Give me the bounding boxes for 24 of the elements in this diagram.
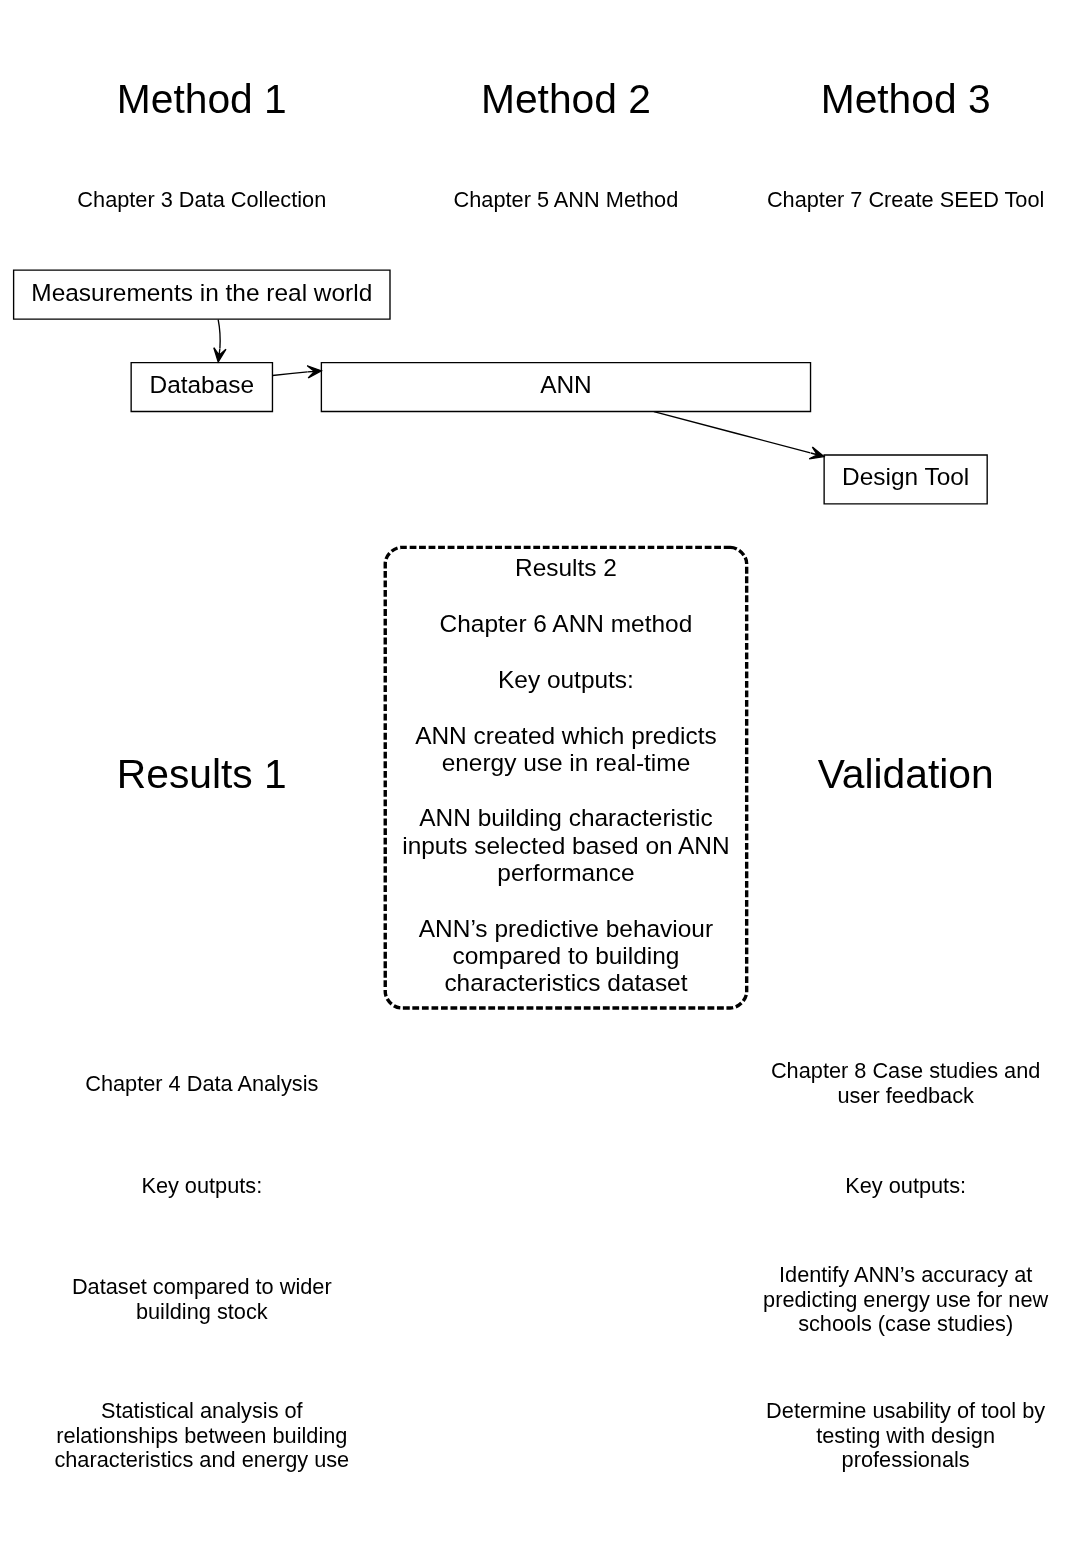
label: Chapter 7 Create SEED Tool: [766, 186, 1045, 212]
node-box: Database: [130, 361, 274, 412]
arrow: [271, 364, 322, 379]
label: Key outputs:: [845, 1172, 967, 1198]
label: Dataset compared to wider building stock: [71, 1273, 332, 1324]
label: Validation: [817, 750, 994, 797]
label: Determine usability of tool by testing with design professionals: [766, 1397, 1046, 1472]
node-box: ANN: [320, 361, 812, 412]
label: Chapter 3 Data Collection: [77, 186, 327, 212]
label: Statistical analysis of relationships between building characteristics and energy use: [54, 1397, 350, 1472]
label: Chapter 4 Data Analysis: [85, 1070, 319, 1096]
label: Method 3: [820, 75, 991, 122]
arrow: [653, 410, 825, 460]
label: Results 1: [116, 750, 287, 797]
label: Chapter 5 ANN Method: [453, 186, 679, 212]
arrow: [213, 318, 227, 363]
label: Method 1: [116, 75, 287, 122]
label: Identify ANN’s accuracy at predicting energy use for new schools (case studies): [763, 1261, 1049, 1336]
label: Method 2: [481, 75, 651, 122]
node-box: Design Tool: [823, 453, 988, 505]
label: Chapter 8 Case studies and user feedback: [770, 1057, 1041, 1108]
label: Key outputs:: [141, 1172, 263, 1198]
node-box: Measurements in the real world: [12, 269, 391, 320]
node-box: Results 2 Chapter 6 ANN method Key outputs: ANN created which predicts energy use in real-time ANN building characteristic inputs selected based on ANN performance ANN’s predictive behaviour compared to building characteristics dataset: [383, 545, 749, 1010]
